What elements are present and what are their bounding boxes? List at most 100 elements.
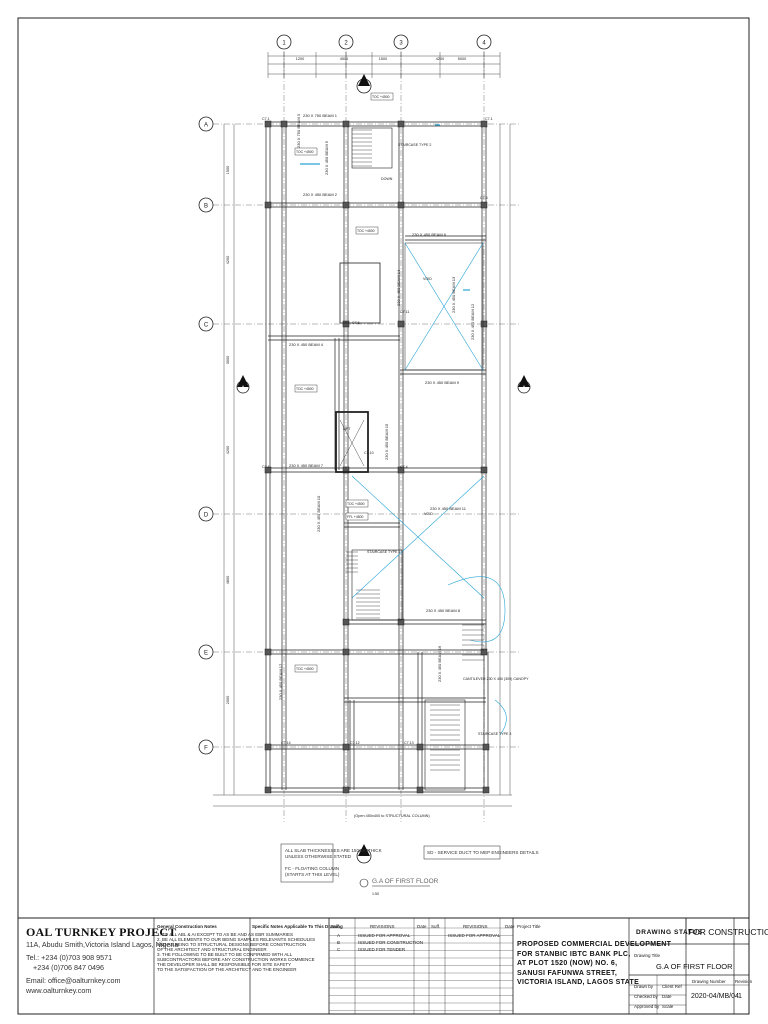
- level-tag-box: [294, 384, 318, 393]
- void-outline: [404, 242, 484, 371]
- beam-label: 230 X 450 BEAM 12: [470, 303, 475, 340]
- structural-column: [416, 743, 424, 751]
- rev-header: Date: [505, 924, 515, 929]
- grid-label: E: [204, 651, 208, 657]
- project-title: PROPOSED COMMERCIAL DEVELOPMENT FOR STAN…: [517, 940, 671, 988]
- structural-column: [480, 120, 488, 128]
- structural-column: [397, 466, 405, 474]
- general-note-line: 3. THE FOLLOWING TO BE BUILT TO BE CONFI…: [157, 952, 293, 957]
- column-tag: C7.14: [281, 741, 291, 745]
- column-tag: C7.11: [400, 310, 409, 314]
- beam-label: 230 X 450 BEAM 15: [384, 423, 389, 460]
- rev-header: Suff.: [331, 924, 341, 929]
- section-label: A: [241, 386, 245, 392]
- firm-phone-2: +234 (0)706 847 0496: [33, 963, 104, 972]
- general-note-line: 2. BE ALL ELEMENTS TO OUR BEING SAMPLES …: [157, 937, 316, 942]
- meta-label: Approved by: [634, 1004, 660, 1009]
- level-tag-box: [294, 147, 318, 156]
- cantilever-label: CANTILEVER 230 X 450 (300) CANOPY: [463, 677, 529, 681]
- structural-column: [264, 466, 272, 474]
- dimension-text: 1500: [379, 57, 387, 61]
- room-label: STAIRCASE TYPE 1: [367, 550, 400, 554]
- dimension-text: 4200: [226, 256, 230, 264]
- section-label: A: [522, 386, 526, 392]
- structural-column: [342, 786, 350, 794]
- rev-header: Date: [417, 924, 427, 929]
- rev-cell: C: [337, 947, 341, 952]
- structural-column: [264, 201, 272, 209]
- project-title-line: VICTORIA ISLAND, LAGOS STATE: [517, 979, 640, 986]
- beam-label: 230 X 750 BEAM 1: [303, 113, 338, 118]
- structural-column: [342, 648, 350, 656]
- service-duct-note: SD - SERVICE DUCT TO MEP ENGINEERS DETAI…: [427, 850, 539, 855]
- dimension-text: 4500: [340, 57, 348, 61]
- level-tag: TOC +4500: [296, 667, 314, 671]
- level-tag-box: [345, 512, 369, 521]
- slab-note-box: [280, 843, 334, 883]
- structural-column: [416, 786, 424, 794]
- room-label: LIFT: [343, 427, 351, 431]
- structural-column: [480, 201, 488, 209]
- level-tag: TOC +4500: [296, 150, 314, 154]
- grid-label: B: [204, 204, 208, 210]
- north-arrow-head: [358, 74, 370, 86]
- title-bubble: [359, 878, 369, 888]
- void-arc: [494, 699, 507, 736]
- rev-cell: ISSUED FOR TENDER: [358, 947, 406, 952]
- sheet-border: [17, 17, 750, 1015]
- grid-bubble: [198, 506, 214, 522]
- grid-bubble: [198, 316, 214, 332]
- grid-bubble: [338, 34, 354, 50]
- scale-tag: 1:50: [372, 892, 379, 896]
- dimension-text: 4200: [226, 446, 230, 454]
- structural-column: [342, 320, 350, 328]
- grid-bubble: [198, 197, 214, 213]
- general-note-line: 1. TO ALL ABL & AI EXCEPT TO AS BE AND A…: [157, 932, 294, 937]
- drawing-number: 2020-04/MB/04: [691, 993, 739, 1000]
- beam-label: 230 X 450 BEAM 2: [303, 192, 338, 197]
- grid-bubble: [393, 34, 409, 50]
- service-note-box: [423, 845, 501, 860]
- room-label: VOID: [423, 277, 432, 281]
- structural-column: [264, 648, 272, 656]
- revision-number: 1: [738, 993, 742, 1000]
- drawing-number-label: Drawing Number: [692, 979, 726, 984]
- firm-email[interactable]: Email: office@oalturnkey.com: [26, 976, 121, 985]
- rev-cell: B: [337, 940, 341, 945]
- structural-column: [480, 466, 488, 474]
- project-title-label: Project Title: [517, 924, 541, 929]
- grid-label: A: [204, 123, 208, 129]
- north-arrow-head: [358, 844, 370, 856]
- structural-column: [264, 743, 272, 751]
- structural-column: [280, 120, 288, 128]
- level-tag: TOC +4500: [357, 229, 375, 233]
- rev-header: REVISIONS: [370, 924, 395, 929]
- structural-column: [264, 120, 272, 128]
- beam-label: 230 X 450 BEAM 4: [289, 342, 324, 347]
- level-tag-box: [294, 664, 318, 673]
- beam-label: 230 X 450 BEAM 8: [426, 608, 461, 613]
- staircase-type-2: [351, 127, 393, 169]
- general-note-line: OF THE ARCHITECT AND STRUCTURAL ENGINEER: [157, 947, 267, 952]
- general-notes: 1. TO ALL ABL & AI EXCEPT TO AS BE AND A…: [157, 932, 315, 972]
- drawing-status: FOR CONSTRUCTION: [688, 927, 768, 937]
- beam-label: 230 X 450 BEAM 13: [451, 276, 456, 313]
- level-tag: TOC +4500: [296, 387, 314, 391]
- note-line: (STARTS AT THIS LEVEL): [285, 872, 340, 877]
- firm-phone-1: Tel.: +234 (0)703 908 9571: [26, 953, 113, 962]
- structural-column: [397, 120, 405, 128]
- structural-column: [264, 786, 272, 794]
- project-title-line: AT PLOT 1520 (NOW) NO. 6,: [517, 960, 618, 967]
- grid-label: F: [204, 746, 208, 752]
- column-tag: C7.4: [400, 465, 408, 469]
- lift-cross: [339, 419, 365, 467]
- structural-column: [342, 201, 350, 209]
- dimension-text: 5000: [458, 57, 466, 61]
- column-tag: C7.1: [485, 117, 493, 121]
- firm-website[interactable]: www.oalturnkey.com: [26, 986, 92, 995]
- staircase-type-1: [351, 549, 403, 621]
- rev-header: REVISIONS: [463, 924, 488, 929]
- firm-name: OAL TURNKEY PROJECT: [26, 925, 177, 939]
- dimension-text: 1500: [226, 166, 230, 174]
- drawing-status-label: DRAWING STATUS: [636, 929, 703, 936]
